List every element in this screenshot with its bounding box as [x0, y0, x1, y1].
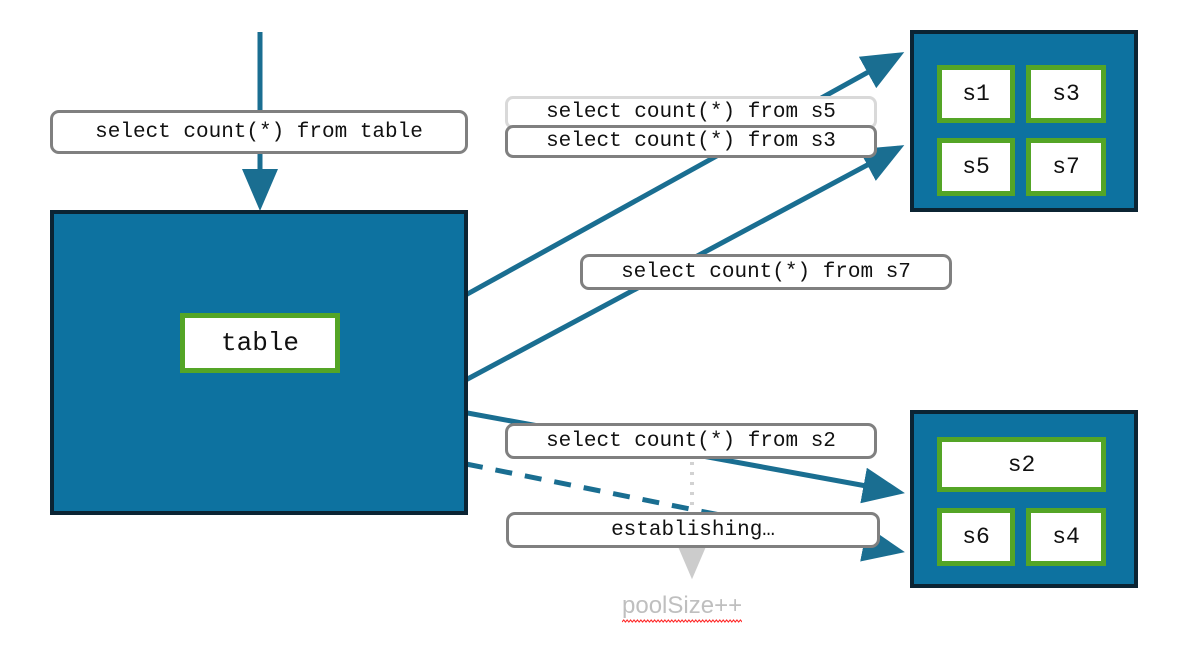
- table-node[interactable]: table: [180, 313, 340, 373]
- session-node-s7[interactable]: s7: [1026, 138, 1106, 196]
- session-node-s5[interactable]: s5: [937, 138, 1015, 196]
- session-node-s2[interactable]: s2: [937, 437, 1106, 492]
- session-node-s4[interactable]: s4: [1026, 508, 1106, 566]
- session-node-s3[interactable]: s3: [1026, 65, 1106, 123]
- query-label-s3[interactable]: select count(*) from s3: [505, 125, 877, 158]
- spellcheck-underline-icon: [622, 619, 743, 623]
- database-panel: [50, 210, 468, 515]
- query-label-s2[interactable]: select count(*) from s2: [505, 423, 877, 459]
- annotation-pool-size: poolSize++: [622, 592, 743, 623]
- query-label-table[interactable]: select count(*) from table: [50, 110, 468, 154]
- query-label-s7[interactable]: select count(*) from s7: [580, 254, 952, 290]
- session-node-s1[interactable]: s1: [937, 65, 1015, 123]
- annotation-pool-size-text: poolSize++: [622, 592, 743, 619]
- session-node-s6[interactable]: s6: [937, 508, 1015, 566]
- status-label-establishing[interactable]: establishing…: [506, 512, 880, 548]
